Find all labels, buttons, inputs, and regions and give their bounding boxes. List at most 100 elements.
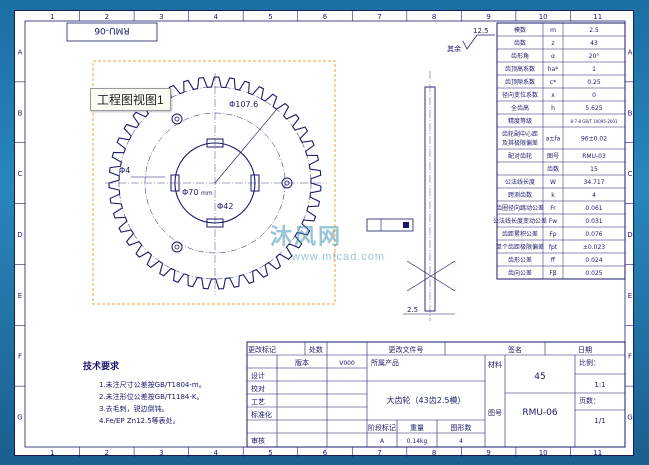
view-selection-box[interactable] — [92, 60, 336, 305]
row-label: C — [18, 170, 23, 178]
technical-requirements: 技术要求 1.未注尺寸公差按GB/T1804-m。 2.未注形位公差按GB/T1… — [83, 360, 206, 425]
param-symbol: x — [551, 92, 555, 99]
row-label: A — [18, 48, 23, 56]
param-name: 齿轮副中心距 — [502, 130, 538, 138]
param-symbol: ha* — [548, 66, 558, 73]
param-symbol: k — [551, 192, 555, 199]
mount-hole-inner — [174, 244, 180, 250]
param-name: 齿距累积公差 — [502, 230, 538, 238]
column-label: 4 — [214, 449, 219, 457]
dim-leader-outer — [214, 108, 278, 184]
column-label: 1 — [50, 13, 54, 21]
param-name: 模数 — [514, 26, 526, 34]
column-label: 7 — [377, 13, 381, 21]
dim-hole-a: Φ4 — [119, 166, 130, 175]
tb-pages-label: 页数： — [579, 396, 600, 405]
param-name: 齿形公差 — [508, 256, 532, 264]
tb-qty-value: 4 — [459, 438, 463, 445]
tb-row-label: 工艺 — [251, 398, 265, 406]
title-block: 更改标记 处数 更改文件号 签名 日期 版本 V000 设计 校对 工艺 标准化… — [246, 341, 626, 448]
tb-version-label: 版本 — [295, 358, 309, 367]
param-name: 齿向公差 — [508, 269, 532, 277]
param-name: 齿顶高系数 — [505, 65, 535, 73]
param-value: 34.717 — [584, 179, 605, 186]
param-name: 全齿高 — [511, 104, 529, 112]
param-name: 齿圈径向跳动公差 — [496, 204, 544, 212]
column-label: 3 — [159, 449, 163, 457]
param-name: 精度等级 — [508, 117, 532, 125]
gear-front-view[interactable]: Φ107.6 Φ70 mm Φ4 Φ42 — [105, 73, 327, 295]
row-label: D — [17, 231, 22, 239]
param-symbol: ff — [551, 257, 556, 264]
tb-pages-value: 1/1 — [594, 417, 605, 425]
datum-symbol — [403, 222, 409, 228]
tb-material-label: 材料 — [488, 360, 502, 369]
tb-row-label: 标准化 — [251, 410, 272, 419]
tb-version-value: V000 — [339, 360, 355, 367]
column-label: 3 — [159, 13, 163, 21]
column-label: 10 — [539, 13, 548, 21]
param-symbol: α — [551, 53, 555, 60]
row-label: F — [628, 353, 632, 361]
tb-drawing-no: RMU-06 — [522, 408, 558, 418]
row-label: C — [628, 170, 633, 178]
dim-bore: Φ70 — [182, 188, 198, 197]
param-name: 及其极限偏差 — [502, 139, 538, 147]
param-symbol: Fw — [549, 218, 557, 225]
tb-header-sign: 签名 — [508, 345, 522, 354]
side-dim: 2.5 — [407, 306, 418, 314]
tb-material-value: 45 — [534, 372, 545, 382]
param-symbol: Fβ — [549, 270, 556, 277]
tb-scale-value: 1:1 — [594, 381, 605, 389]
tech-req-item: 1.未注尺寸公差按GB/T1804-m。 — [99, 380, 206, 389]
tb-part-name: 大齿轮（43齿2.5模） — [387, 395, 466, 405]
tb-qty-label: 图形数 — [451, 423, 472, 432]
param-symbol: c* — [550, 79, 556, 86]
param-value: 2.5 — [589, 27, 599, 34]
param-name: 齿顶隙系数 — [505, 78, 535, 86]
tb-drawing-no-label: 图号 — [488, 409, 502, 417]
surface-finish-symbol — [462, 34, 495, 50]
param-symbol: Fp — [549, 231, 556, 238]
param-value: 5.625 — [585, 105, 602, 112]
tb-row-label: 校对 — [251, 384, 265, 393]
part-code-top: RMU-06 — [94, 25, 130, 35]
param-value: 0.031 — [585, 218, 602, 225]
row-label: B — [628, 109, 633, 117]
param-value: 1 — [592, 66, 596, 73]
param-symbol: Fr — [550, 205, 556, 212]
param-value: 4 — [592, 192, 596, 199]
tb-header-date: 日期 — [578, 346, 592, 354]
column-label: 4 — [214, 13, 219, 21]
param-value: 0 — [592, 92, 596, 99]
side-section-line — [406, 260, 456, 292]
tb-header-count: 处数 — [309, 345, 323, 354]
tech-req-item: 3.去毛刺，锐边倒钝。 — [99, 404, 169, 413]
view-tooltip[interactable]: 工程图视图1 — [90, 88, 171, 111]
tech-req-item: 2.未注形位公差按GB/T1184-K。 — [99, 392, 203, 401]
param-name: 齿形角 — [511, 52, 529, 60]
param-value: 0.061 — [585, 205, 602, 212]
column-label: 2 — [105, 13, 109, 21]
tb-row-label: 设计 — [251, 371, 265, 380]
tb-stage-value: A — [380, 438, 385, 445]
param-value: 0.024 — [585, 257, 602, 264]
surface-finish-value: 12.5 — [473, 27, 489, 35]
gear-side-view[interactable]: 2.5 — [366, 71, 456, 321]
part-code-box — [66, 22, 158, 42]
tb-header-doc: 更改文件号 — [389, 345, 424, 354]
param-name: 公法线长度 — [505, 178, 535, 186]
param-symbol: 图号 — [547, 153, 559, 160]
tb-owner-label: 所属产品 — [371, 358, 399, 367]
column-label: 10 — [539, 449, 548, 457]
param-name: 公法线长度变动公差 — [493, 217, 547, 225]
column-label: 9 — [486, 13, 490, 21]
param-symbol: a±fa — [546, 136, 561, 143]
param-value: 0.25 — [587, 79, 601, 86]
param-symbol: W — [550, 179, 556, 186]
param-table-frame — [496, 22, 626, 280]
column-label: 5 — [268, 449, 272, 457]
row-label: E — [628, 292, 632, 300]
tb-scale-label: 比例： — [579, 358, 600, 367]
